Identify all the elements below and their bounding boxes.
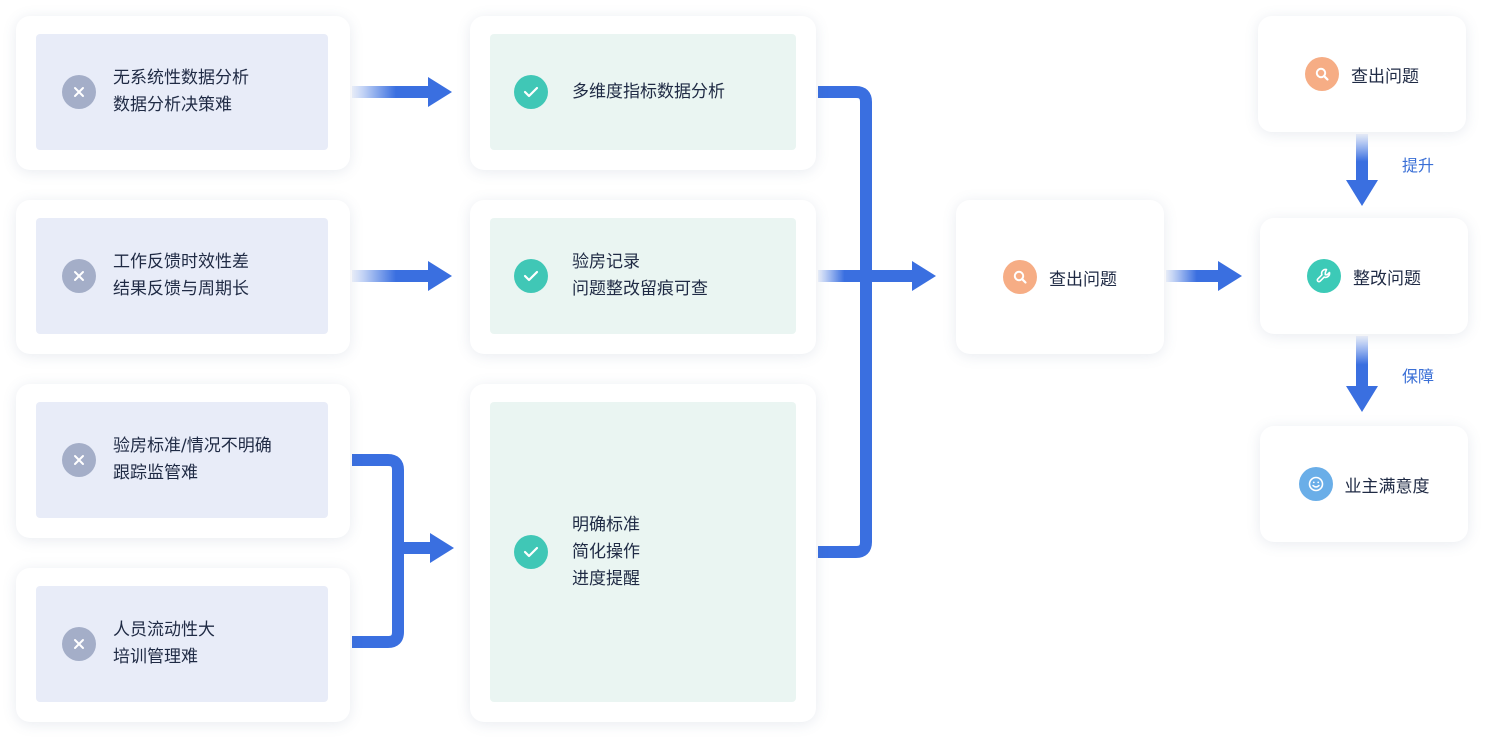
solution-line: 简化操作 [572, 541, 640, 562]
node-label: 整改问题 [1353, 268, 1421, 289]
problem-panel: 工作反馈时效性差 结果反馈与周期长 [36, 218, 328, 334]
solution-line: 问题整改留痕可查 [572, 279, 708, 299]
solution-panel: 验房记录 问题整改留痕可查 [490, 218, 796, 334]
smile-icon [1298, 467, 1333, 501]
solution-line: 验房记录 [572, 252, 640, 272]
problem-panel: 无系统性数据分析 数据分析决策难 [36, 34, 328, 150]
solution-text: 明确标准 简化操作 进度提醒 [572, 512, 640, 593]
problem-card-4: 人员流动性大 培训管理难 [16, 568, 350, 722]
solution-line: 明确标准 [572, 514, 640, 535]
arrow-problems34-to-solution3 [352, 454, 454, 648]
close-icon [62, 259, 96, 293]
solution-line: 多维度指标数据分析 [572, 81, 725, 102]
arrow-problem2-to-solution2 [352, 261, 452, 291]
arrow-solutions-to-center [818, 86, 936, 558]
node-label: 业主满意度 [1344, 476, 1430, 497]
arrow-find-to-fix [1346, 134, 1378, 206]
problem-line: 无系统性数据分析 [113, 68, 249, 88]
wrench-icon [1307, 259, 1341, 293]
node-find-issues: 查出问题 [1258, 16, 1466, 132]
node-label: 查出问题 [1351, 66, 1419, 87]
arrow-problem1-to-solution1 [352, 77, 452, 107]
check-icon [514, 535, 548, 569]
problem-line: 验房标准/情况不明确 [113, 436, 272, 456]
solution-panel: 明确标准 简化操作 进度提醒 [490, 402, 796, 702]
close-icon [62, 443, 96, 477]
close-icon [62, 75, 96, 109]
arrow-center-to-fix [1166, 261, 1242, 291]
center-node-find-issues: 查出问题 [956, 200, 1164, 354]
problem-card-1: 无系统性数据分析 数据分析决策难 [16, 16, 350, 170]
problem-text: 人员流动性大 培训管理难 [113, 617, 215, 671]
problem-text: 工作反馈时效性差 结果反馈与周期长 [113, 249, 249, 303]
problem-card-3: 验房标准/情况不明确 跟踪监管难 [16, 384, 350, 538]
solution-text: 多维度指标数据分析 [572, 79, 725, 106]
problem-line: 培训管理难 [113, 647, 198, 667]
arrow-fix-to-satisfaction [1346, 336, 1378, 412]
node-owner-satisfaction: 业主满意度 [1260, 426, 1468, 542]
solution-card-2: 验房记录 问题整改留痕可查 [470, 200, 816, 354]
solution-card-3: 明确标准 简化操作 进度提醒 [470, 384, 816, 722]
problem-text: 无系统性数据分析 数据分析决策难 [113, 65, 249, 119]
check-icon [514, 75, 548, 109]
problem-panel: 验房标准/情况不明确 跟踪监管难 [36, 402, 328, 518]
solution-panel: 多维度指标数据分析 [490, 34, 796, 150]
close-icon [62, 627, 96, 661]
label-improve: 提升 [1402, 156, 1435, 175]
solution-text: 验房记录 问题整改留痕可查 [572, 249, 708, 303]
solution-card-1: 多维度指标数据分析 [470, 16, 816, 170]
problem-line: 数据分析决策难 [113, 95, 232, 115]
problem-panel: 人员流动性大 培训管理难 [36, 586, 328, 702]
problem-line: 工作反馈时效性差 [113, 252, 249, 272]
problem-line: 结果反馈与周期长 [113, 279, 249, 299]
search-icon [1305, 57, 1339, 91]
node-fix-issues: 整改问题 [1260, 218, 1468, 334]
check-icon [514, 259, 548, 293]
label-guarantee: 保障 [1402, 367, 1435, 386]
search-icon [1003, 260, 1037, 294]
problem-line: 跟踪监管难 [113, 463, 198, 483]
node-label: 查出问题 [1049, 269, 1117, 290]
problem-line: 人员流动性大 [113, 620, 215, 640]
solution-line: 进度提醒 [572, 568, 640, 589]
problem-card-2: 工作反馈时效性差 结果反馈与周期长 [16, 200, 350, 354]
problem-text: 验房标准/情况不明确 跟踪监管难 [113, 433, 272, 487]
